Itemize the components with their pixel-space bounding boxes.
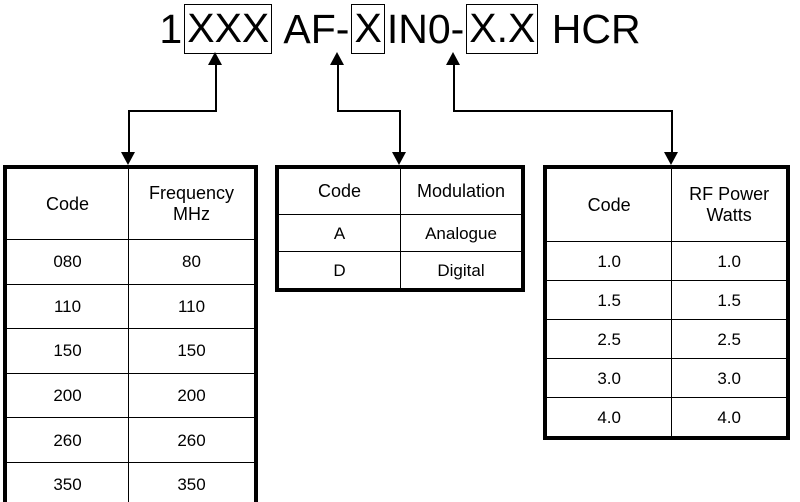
cell-value: 110 [128, 283, 254, 330]
modulation-connector-vline-down [399, 110, 401, 152]
cell-code: 080 [7, 239, 130, 285]
cell-code: 150 [7, 328, 130, 374]
frequency-connector-vline-up [215, 64, 217, 111]
literal-hcr: HCR [540, 5, 641, 52]
table-row: 1.0 1.0 [547, 240, 786, 282]
cell-value: 150 [128, 328, 254, 374]
table-row: 350 350 [7, 461, 254, 502]
table-row: 110 110 [7, 283, 254, 330]
cell-value: 350 [128, 461, 254, 502]
modulation-connector-arrow-down [392, 152, 406, 165]
table-row: A Analogue [279, 213, 521, 253]
literal-af: AF- [274, 5, 350, 52]
header-line-2: Watts [706, 205, 752, 225]
cell-value: 3.0 [671, 358, 786, 399]
modulation-table: Code Modulation A Analogue D Digital [275, 165, 525, 292]
table-row: D Digital [279, 251, 521, 288]
power-code-box[interactable]: X.X [466, 4, 539, 54]
code-prefix: 1 [159, 5, 183, 52]
table-row: 260 260 [7, 417, 254, 463]
header-line-1: RF Power [689, 184, 770, 204]
cell-value: 4.0 [671, 397, 786, 436]
cell-code: 260 [7, 417, 130, 463]
cell-value: Digital [400, 251, 521, 288]
cell-code: 2.5 [547, 319, 673, 360]
literal-in0: IN0- [386, 5, 465, 52]
header-line-1: Frequency [148, 183, 235, 203]
modulation-connector-vline-up [337, 64, 339, 111]
power-connector-vline-up [453, 64, 455, 111]
power-connector-hline [453, 110, 673, 112]
cell-code: 200 [7, 372, 130, 419]
table-row: 3.0 3.0 [547, 358, 786, 399]
table-row: 200 200 [7, 372, 254, 419]
cell-value: 1.5 [671, 280, 786, 321]
cell-code: A [279, 213, 401, 253]
header-cell-code: Code [279, 169, 401, 215]
frequency-code-box[interactable]: XXX [184, 4, 273, 54]
cell-value: 260 [128, 417, 254, 463]
cell-code: 3.0 [547, 358, 673, 399]
cell-code: 350 [7, 461, 130, 502]
frequency-connector-hline [128, 110, 217, 112]
modulation-connector-hline [337, 110, 401, 112]
power-connector-vline-down [671, 110, 673, 152]
cell-code: 1.0 [547, 240, 673, 282]
frequency-connector-arrow-up [208, 52, 222, 65]
power-connector-arrow-down [664, 152, 678, 165]
cell-value: 2.5 [671, 319, 786, 360]
cell-value: 200 [128, 372, 254, 419]
table-row: 1.5 1.5 [547, 280, 786, 321]
table-row: 150 150 [7, 328, 254, 374]
header-line-2: MHz [173, 204, 210, 224]
header-cell-modulation: Modulation [400, 169, 521, 215]
modulation-connector-arrow-up [330, 52, 344, 65]
cell-code: 1.5 [547, 280, 673, 321]
frequency-connector-vline-down [128, 110, 130, 152]
table-header-row: Code Modulation [279, 169, 521, 215]
table-row: 4.0 4.0 [547, 397, 786, 436]
frequency-connector-arrow-down [121, 152, 135, 165]
table-row: 080 80 [7, 239, 254, 285]
power-connector-arrow-up [446, 52, 460, 65]
header-cell-code: Code [7, 169, 130, 240]
header-cell-code: Code [547, 169, 673, 242]
cell-code: D [279, 251, 401, 288]
cell-value: Analogue [400, 213, 521, 253]
cell-code: 110 [7, 283, 130, 330]
cell-value: 1.0 [671, 240, 786, 282]
cell-value: 80 [128, 239, 254, 285]
cell-code: 4.0 [547, 397, 673, 436]
table-row: 2.5 2.5 [547, 319, 786, 360]
modulation-code-box[interactable]: X [351, 4, 385, 54]
